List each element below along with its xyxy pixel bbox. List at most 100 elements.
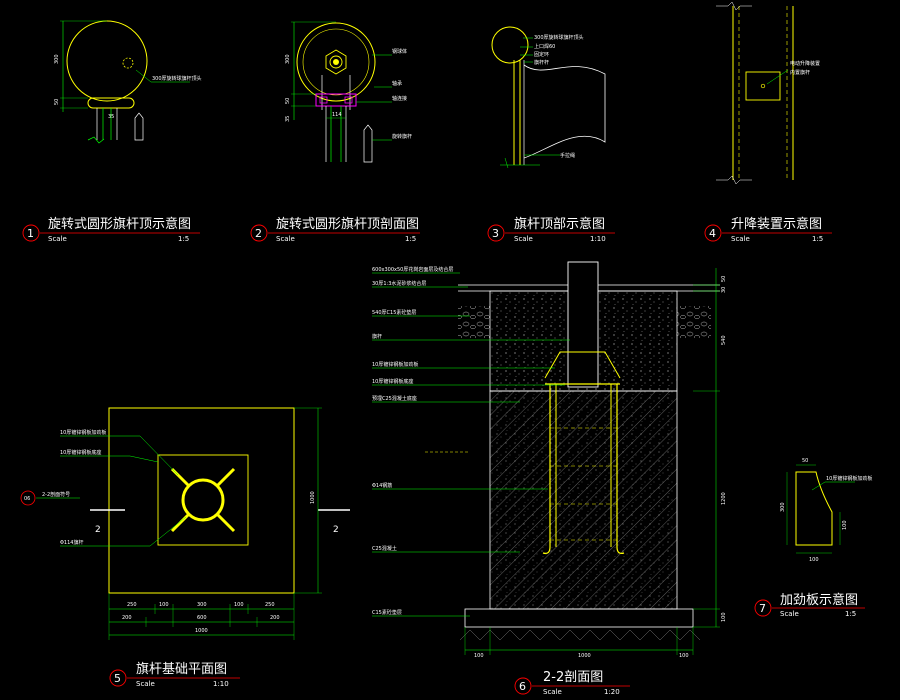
title-block-5: 5 旗杆基础平面图 Scale 1:10 [109,661,240,688]
d5-note-2: 2-2剖面符号 [42,491,70,498]
d3-note-0: 300厚旋转球旗杆顶头 [534,34,584,41]
d6-dim-right-2: 540 [721,335,727,345]
d1-dim-50: 50 [54,99,60,105]
d5-section-right: 2 [333,525,339,535]
title-7-number: 7 [759,602,766,615]
d6-note-6: 预埋C25混凝土底座 [372,395,417,402]
title-6-number: 6 [519,680,526,693]
d7-note-0: 10厚镀锌钢板加劲板 [826,475,872,482]
d5-dim-row2-1: 600 [197,615,207,621]
d1-dim-35: 35 [108,114,114,120]
d1-dim-300: 300 [54,54,60,64]
title-5-scale: 1:10 [213,680,229,688]
d6-note-3: 旗杆 [372,333,382,340]
d6-dim-right-3: 1200 [721,492,727,505]
drawing-7-stiffener-plate: 10厚镀锌钢板加劲板 50 300 100 100 [780,458,872,563]
d2-note-2: 轴连接 [392,95,407,102]
d5-dim-row1-1: 100 [159,602,169,608]
d6-note-7: Φ14钢筋 [372,482,392,489]
d6-dim-bottom-1: 1000 [578,653,591,659]
drawing-2-ball-section: 钢球体 轴承 轴连接 旋转旗杆 300 50 35 114 [285,21,412,163]
d5-dim-total: 1000 [195,628,208,634]
d6-dim-right-1: 30 [721,287,727,293]
d6-dim-bottom-2: 100 [679,653,689,659]
d5-section-left: 2 [95,525,101,535]
title-4-text: 升降装置示意图 [731,216,822,232]
d6-note-4: 10厚镀锌钢板加劲板 [372,361,418,368]
title-7-scale: 1:5 [845,610,856,618]
d3-note-4: 手拉绳 [560,152,575,159]
title-block-7: 7 加劲板示意图 Scale 1:5 [754,592,865,618]
title-6-scale: 1:20 [604,688,620,696]
title-1-scale: 1:5 [178,235,189,243]
d7-dim-0: 50 [802,458,808,464]
title-6-scale-label: Scale [543,688,562,696]
title-block-3: 3 旗杆顶部示意图 Scale 1:10 [487,216,615,243]
d6-note-1: 30厚1:3水泥砂浆结合层 [372,280,426,287]
d7-dim-3: 100 [809,557,819,563]
title-5-scale-label: Scale [136,680,155,688]
d6-note-9: C15素砼垫层 [372,609,402,616]
title-3-number: 3 [492,227,499,240]
d1-note-ball: 300厚旋转球旗杆顶头 [152,75,202,82]
drawing-3-pole-top: 300厚旋转球旗杆顶头 上口焊60 固定环 旗杆杆 手拉绳 [491,26,606,169]
d7-dim-1: 300 [780,502,786,512]
title-4-number: 4 [709,227,716,240]
d5-section-ref: 06 [24,496,30,502]
d2-note-3: 旋转旗杆 [392,133,412,140]
title-3-scale: 1:10 [590,235,606,243]
d5-note-0: 10厚镀锌钢板加劲板 [60,429,106,436]
d3-note-2: 固定环 [534,51,549,58]
title-2-scale: 1:5 [405,235,416,243]
title-2-scale-label: Scale [276,235,295,243]
d7-dim-2: 100 [842,520,848,530]
d2-dim-300: 300 [285,54,291,64]
d6-note-0: 600x300x50厚花岗岩面层及结合层 [372,266,453,273]
title-7-text: 加劲板示意图 [780,592,858,608]
d6-note-2: 540厚C15素砼垫层 [372,309,416,316]
title-2-number: 2 [255,227,262,240]
d5-note-3: Φ114旗杆 [60,539,83,546]
title-1-scale-label: Scale [48,235,67,243]
d5-dim-right: 1000 [310,491,316,504]
d5-note-1: 10厚镀锌钢板底座 [60,449,101,456]
title-block-2: 2 旋转式圆形旗杆顶剖面图 Scale 1:5 [250,216,420,243]
d4-note-0: 电动升降装置 [790,60,820,67]
d5-dim-row1-3: 100 [234,602,244,608]
drawing-1-ball-elevation: 300厚旋转球旗杆顶头 300 50 35 [54,20,202,144]
drawing-4-lifting-device: 电动升降装置 内置旗杆 [716,1,820,185]
title-5-text: 旗杆基础平面图 [136,661,227,677]
d6-dim-right-0: 50 [721,276,727,282]
d5-dim-row2-2: 200 [270,615,280,621]
d6-note-8: C25混凝土 [372,545,397,552]
d6-note-5: 10厚镀锌钢板底座 [372,378,413,385]
title-1-text: 旋转式圆形旗杆顶示意图 [48,216,191,232]
d4-note-1: 内置旗杆 [790,69,810,76]
d2-dim-50: 50 [285,98,291,104]
title-block-6: 6 2-2剖面图 Scale 1:20 [514,670,630,696]
d6-dim-right-4: 100 [721,612,727,622]
d5-dim-row1-0: 250 [127,602,137,608]
title-3-scale-label: Scale [514,235,533,243]
drawing-6-section: 600x300x50厚花岗岩面层及结合层 30厚1:3水泥砂浆结合层 540厚C… [372,261,727,659]
d2-note-1: 轴承 [392,80,402,87]
d2-dim-35: 35 [285,116,291,122]
d3-note-3: 旗杆杆 [534,59,549,66]
title-7-scale-label: Scale [780,610,799,618]
title-block-4: 4 升降装置示意图 Scale 1:5 [704,216,832,243]
d5-dim-row1-4: 250 [265,602,275,608]
title-5-number: 5 [114,672,121,685]
d5-dim-row1-2: 300 [197,602,207,608]
d6-dim-bottom-0: 100 [474,653,484,659]
d2-note-0: 钢球体 [392,48,407,55]
title-2-text: 旋转式圆形旗杆顶剖面图 [276,216,419,232]
d3-note-1: 上口焊60 [534,43,555,50]
title-6-text: 2-2剖面图 [543,670,603,685]
drawing-5-foundation-plan: 10厚镀锌钢板加劲板 10厚镀锌钢板底座 Φ114旗杆 06 2-2剖面符号 2… [20,407,350,640]
title-4-scale-label: Scale [731,235,750,243]
title-3-text: 旗杆顶部示意图 [514,216,605,232]
title-1-number: 1 [27,227,34,240]
d5-dim-row2-0: 200 [122,615,132,621]
title-block-1: 1 旋转式圆形旗杆顶示意图 Scale 1:5 [22,216,200,243]
